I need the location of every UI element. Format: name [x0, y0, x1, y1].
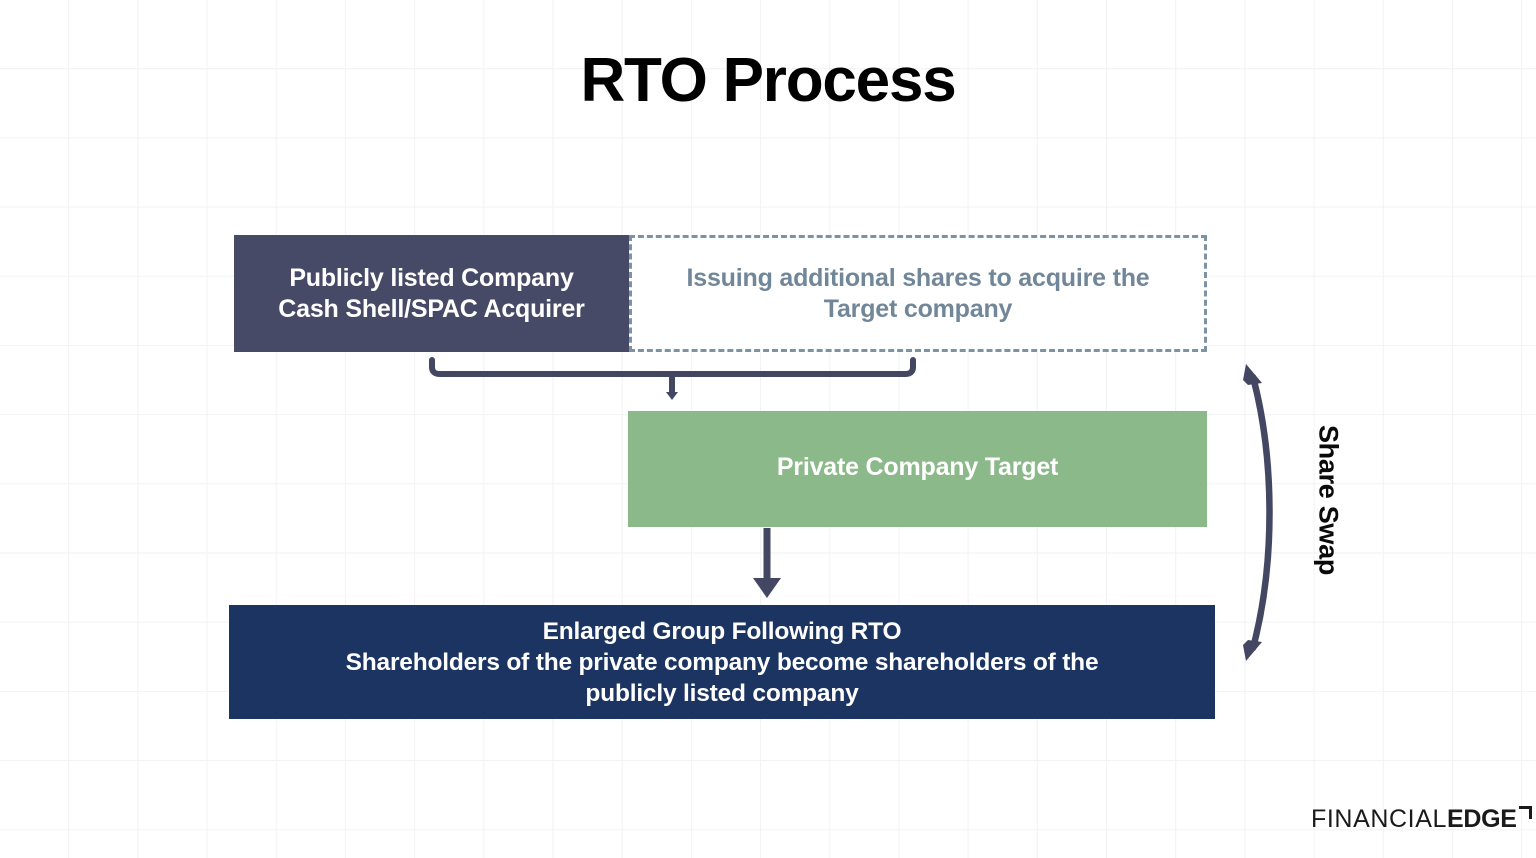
share-swap-arc-connector — [1243, 364, 1273, 661]
page-title: RTO Process — [580, 46, 956, 115]
target-to-enlarged-arrow — [753, 528, 781, 598]
box-target-label: Private Company Target — [776, 453, 1059, 481]
financial-edge-logo: FINANCIAL EDGE — [1311, 805, 1532, 834]
merge-bracket-connector — [429, 357, 916, 400]
box-enlarged-label: Enlarged Group Following RTO Shareholder… — [345, 618, 1099, 707]
box-enlarged-group-following-rto: Enlarged Group Following RTO Shareholder… — [229, 605, 1215, 719]
logo-text-financial: FINANCIAL — [1311, 805, 1447, 833]
share-swap-label: Share Swap — [1313, 424, 1344, 576]
logo-corner-mark-icon — [1518, 806, 1532, 820]
box-acquirer-label: Publicly listed Company Cash Shell/SPAC … — [278, 263, 585, 323]
box-private-company-target: Private Company Target — [628, 411, 1207, 527]
box-publicly-listed-company-acquirer: Publicly listed Company Cash Shell/SPAC … — [234, 235, 629, 352]
logo-text-edge: EDGE — [1446, 805, 1517, 833]
box-issuing-additional-shares: Issuing additional shares to acquire the… — [629, 235, 1207, 352]
box-issuing-label: Issuing additional shares to acquire the… — [686, 263, 1150, 323]
